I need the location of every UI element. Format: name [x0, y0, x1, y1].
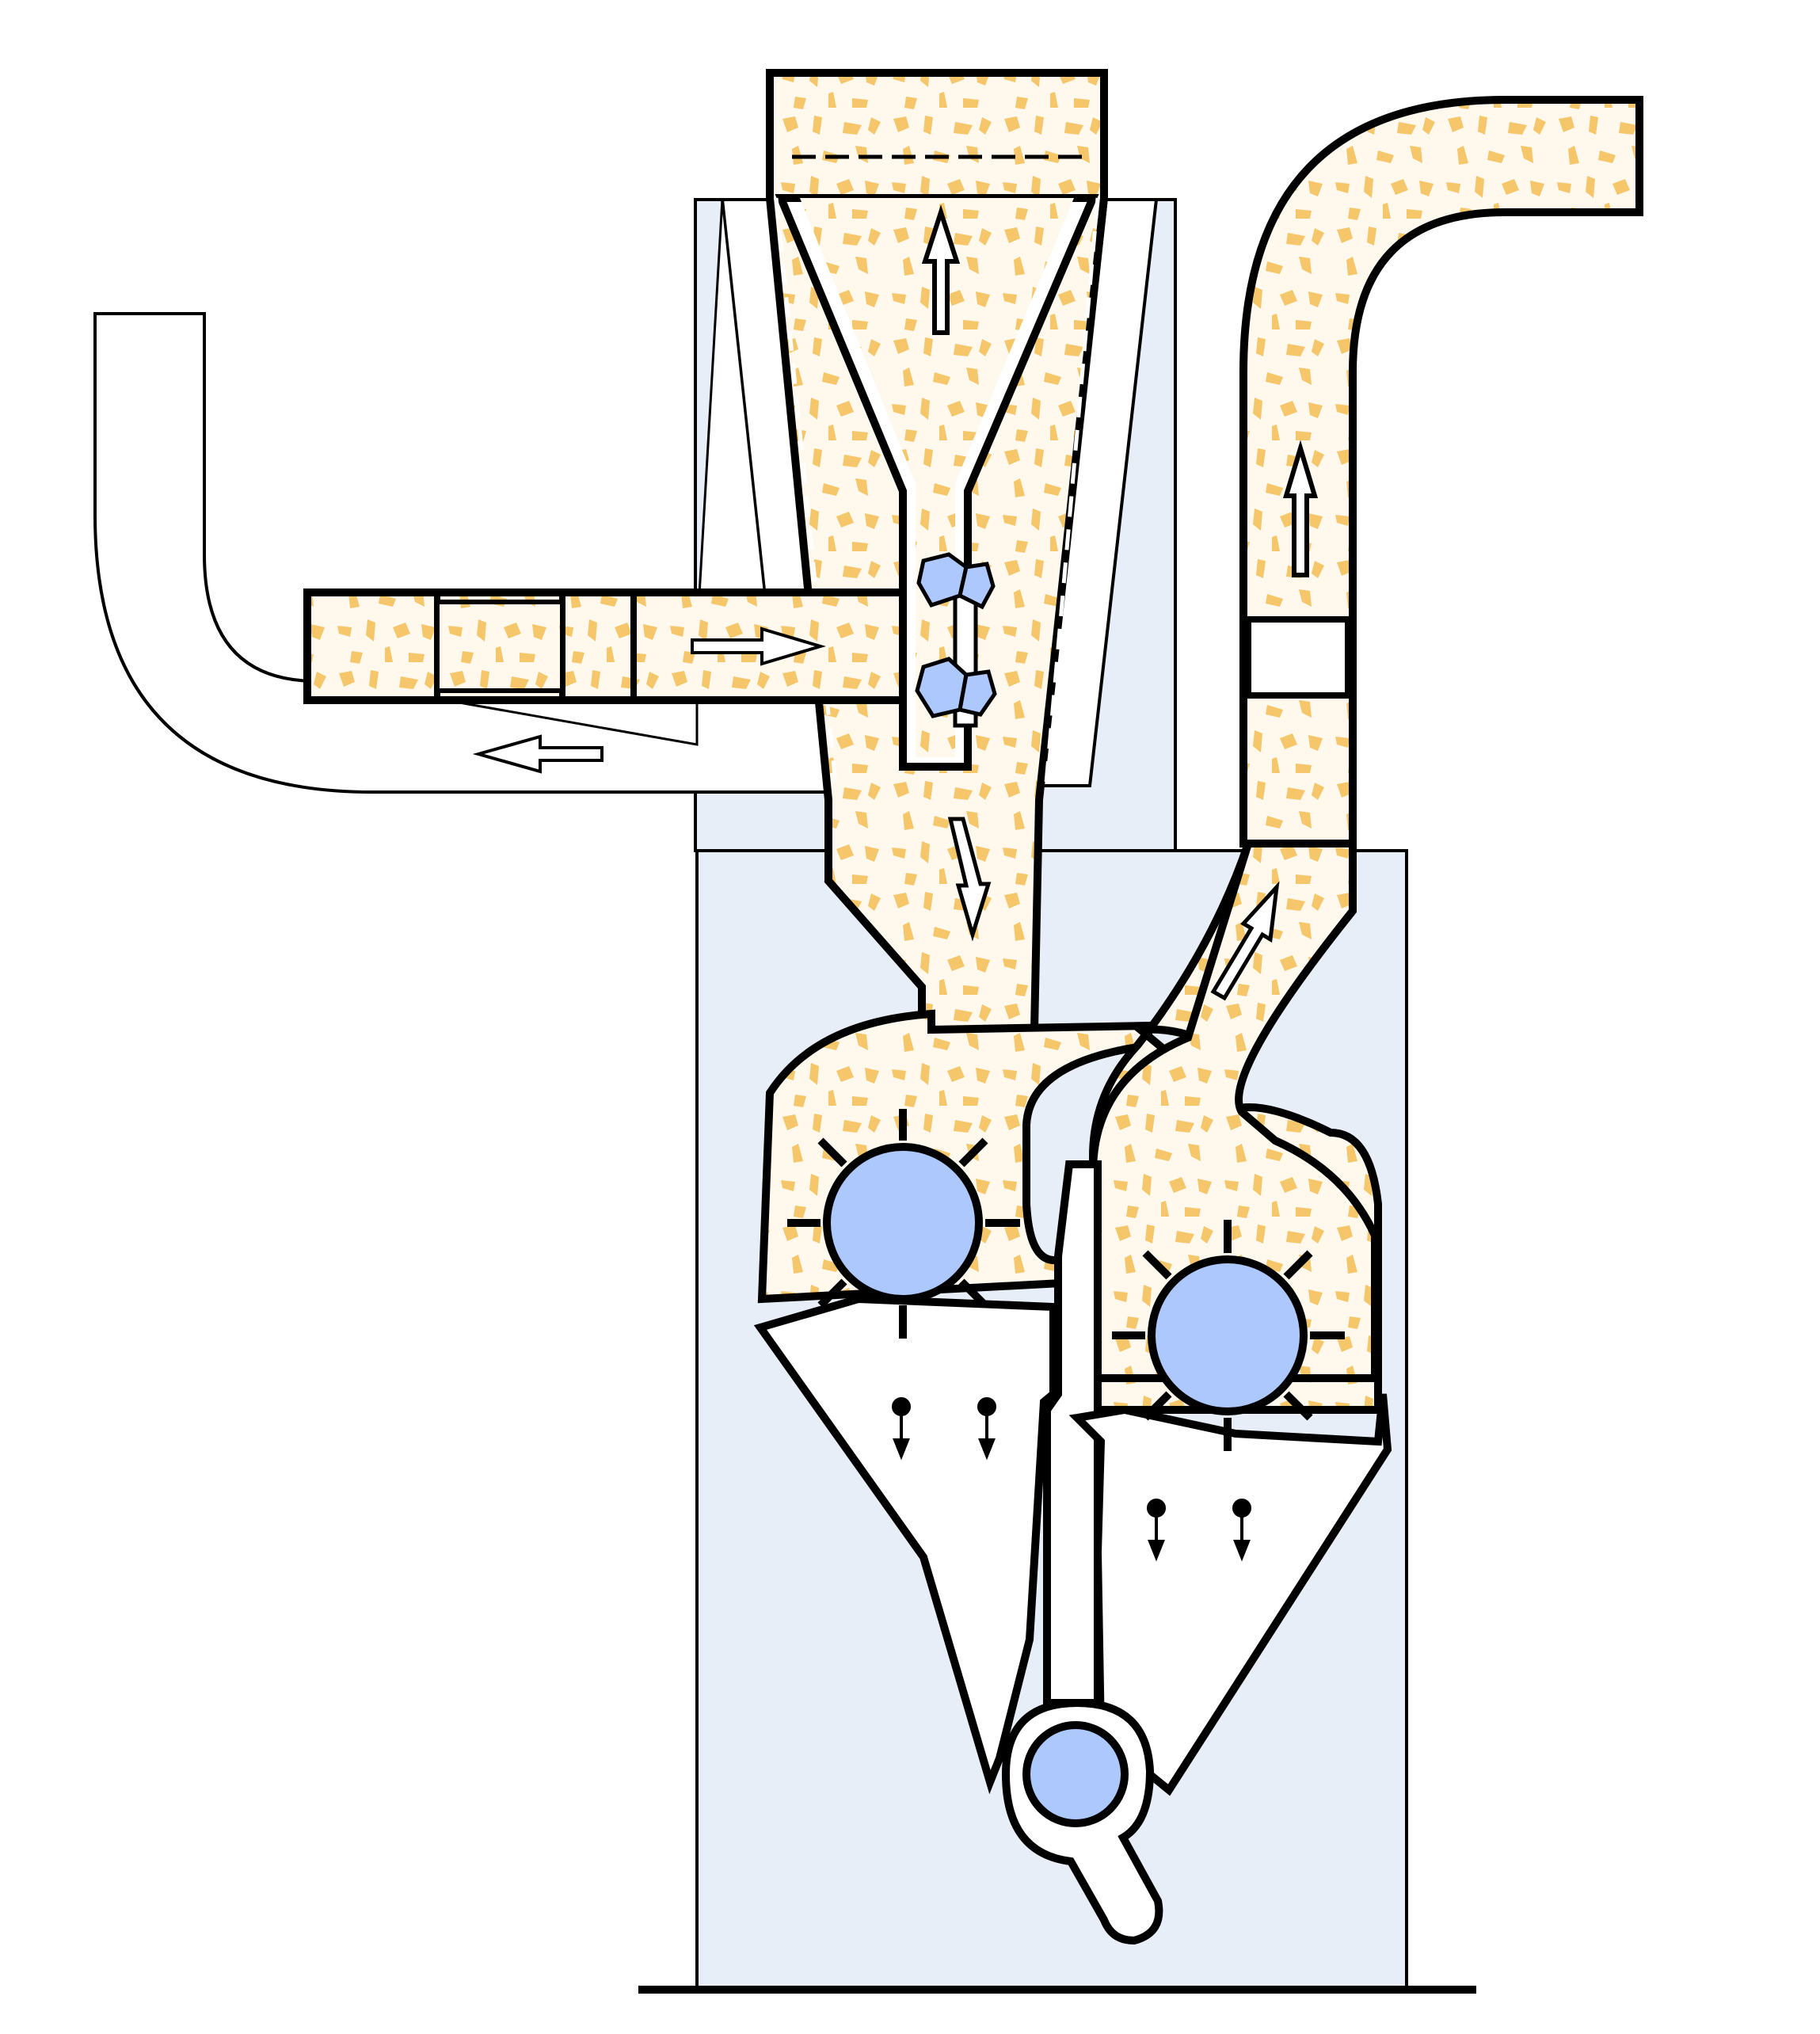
- return-flow-arrow: [472, 734, 603, 774]
- fan-impeller: [915, 552, 997, 728]
- drip-arrows: [892, 1397, 1251, 1562]
- up-arrow-hopper: [921, 204, 961, 335]
- left-discharge-hopper: [753, 1294, 1057, 1795]
- down-flow-arrow: [947, 817, 992, 942]
- bottom-discharge-rotor: [1001, 1698, 1163, 1945]
- right-opener-drum: [1112, 1220, 1345, 1451]
- right-discharge-hopper: [1068, 1393, 1392, 1796]
- outlet-duct-joint: [1245, 616, 1351, 699]
- outlet-up-arrow: [1282, 440, 1319, 577]
- inner-cone-fill: [800, 198, 1074, 757]
- left-opener-drum: [787, 1109, 1020, 1339]
- inlet-duct-throat: [435, 600, 565, 693]
- inlet-flow-arrow: [691, 627, 827, 666]
- diagonal-chute: [1089, 840, 1379, 1382]
- diagonal-up-arrow: [1210, 881, 1280, 1001]
